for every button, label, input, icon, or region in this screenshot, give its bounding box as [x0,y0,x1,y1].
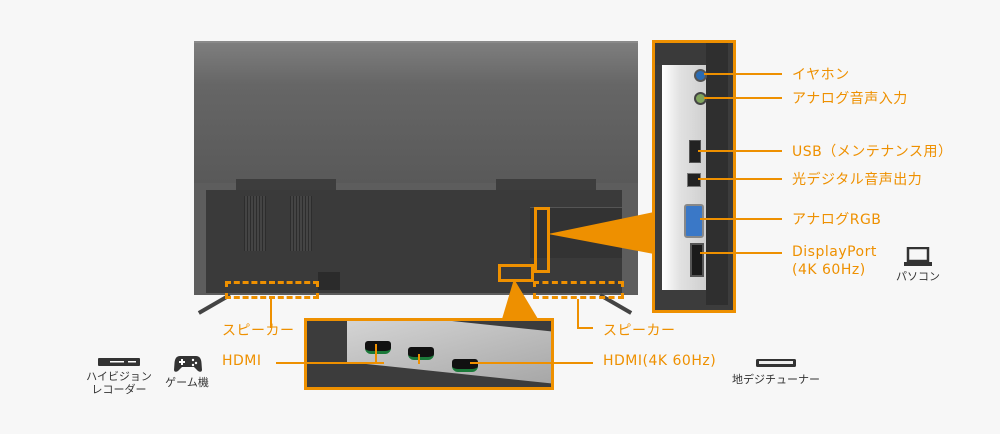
leader-displayport [700,252,782,254]
vent-left-1 [244,196,266,251]
label-optical-out: 光デジタル音声出力 [792,172,923,188]
device-label-tuner: 地デジチューナー [732,373,820,386]
leader-hdmi-1 [375,344,377,362]
speaker-right-highlight [533,281,624,299]
zoom-pointer-right [548,212,654,254]
label-speaker-left: スピーカー [222,323,295,339]
power-inlet [318,272,340,290]
hdmi-port-1 [365,341,391,354]
tv-rear-panel [194,41,638,183]
laptop-icon [904,247,932,267]
leader-optical [698,178,782,180]
device-label-recorder-line1: ハイビジョン [86,370,152,383]
device-label-recorder-line2: レコーダー [91,383,147,396]
device-label-game: ゲーム機 [165,376,209,389]
leader-vga [700,218,782,220]
zoom-pointer-bottom [502,279,538,319]
gamepad-icon [174,355,202,373]
label-displayport: DisplayPort (4K 60Hz) [792,243,877,279]
label-hdmi: HDMI [222,353,262,369]
label-displayport-line2: (4K 60Hz) [792,262,866,278]
hdmi-zoom-panel [304,318,554,390]
tv-mount-right [496,179,596,193]
label-speaker-right: スピーカー [603,323,676,339]
leader-speaker-right-h [577,327,593,329]
tv-mount-left [236,179,336,193]
vga-port [684,204,704,238]
tuner-icon [756,359,796,367]
label-analog-audio-in: アナログ音声入力 [792,91,908,107]
leader-hdmi-2 [418,354,420,364]
leader-speaker-left [270,296,272,328]
earphone-jack [694,69,707,82]
side-io-highlight [534,207,550,273]
panel-bezel-right [706,43,728,305]
leader-hdmi-4k [470,362,593,364]
optical-port [687,173,701,187]
label-usb: USB（メンテナンス用） [792,144,953,160]
label-earphone: イヤホン [792,67,850,83]
recorder-icon [98,358,140,366]
device-label-recorder: ハイビジョン レコーダー [84,370,154,396]
leader-hdmi [276,362,384,364]
label-hdmi-4k: HDMI(4K 60Hz) [603,353,717,369]
hdmi-port-3 [452,359,478,372]
hdmi-highlight [498,264,534,282]
device-label-pc: パソコン [896,270,940,283]
hdmi-port-2 [408,347,434,360]
leader-audio-in [704,97,782,99]
speaker-left-highlight [225,281,319,299]
leader-earphone [704,73,782,75]
leader-usb [698,150,782,152]
panel-bezel-top [655,43,715,65]
label-analog-rgb: アナログRGB [792,212,882,228]
leader-speaker-right-v [577,299,579,328]
vent-left-2 [290,196,312,251]
label-displayport-line1: DisplayPort [792,244,877,260]
displayport-port [690,243,704,277]
